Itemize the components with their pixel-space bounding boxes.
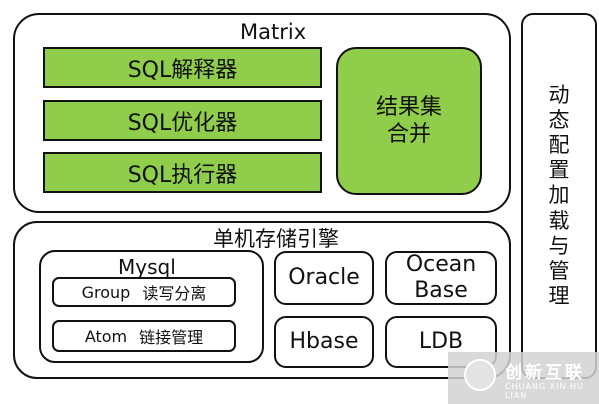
oceanbase-box: Ocean Base bbox=[385, 251, 497, 305]
result-merge-label: 结果集 合并 bbox=[375, 94, 442, 148]
oracle-box: Oracle bbox=[274, 251, 374, 305]
sql-executor-box: SQL执行器 bbox=[43, 152, 322, 193]
dynamic-config-label: 动态配置加载与管理 bbox=[548, 82, 570, 309]
storage-engine-title: 单机存储引擎 bbox=[213, 227, 339, 251]
hbase-box: Hbase bbox=[274, 316, 374, 368]
sql-optimizer-box: SQL优化器 bbox=[43, 100, 322, 141]
atom-box: Atom 链接管理 bbox=[52, 320, 236, 352]
watermark-text-cn: 创新互联 bbox=[505, 363, 585, 383]
sql-parser-box: SQL解释器 bbox=[43, 47, 322, 88]
watermark-text-en: CHUANG XIN HU LIAN bbox=[505, 382, 584, 400]
watermark-logo-icon bbox=[464, 359, 496, 391]
ldb-box: LDB bbox=[385, 316, 497, 368]
result-merge-box: 结果集 合并 bbox=[336, 47, 482, 195]
matrix-title: Matrix bbox=[240, 20, 307, 44]
atom-desc: 链接管理 bbox=[139, 328, 204, 347]
dynamic-config-label-wrap: 动态配置加载与管理 bbox=[521, 13, 597, 379]
group-box: Group 读写分离 bbox=[52, 277, 236, 307]
mysql-title: Mysql bbox=[118, 255, 176, 279]
group-name: Group bbox=[81, 282, 131, 302]
atom-name: Atom bbox=[84, 326, 128, 346]
dynamic-config-box bbox=[521, 13, 597, 379]
group-desc: 读写分离 bbox=[142, 284, 207, 303]
